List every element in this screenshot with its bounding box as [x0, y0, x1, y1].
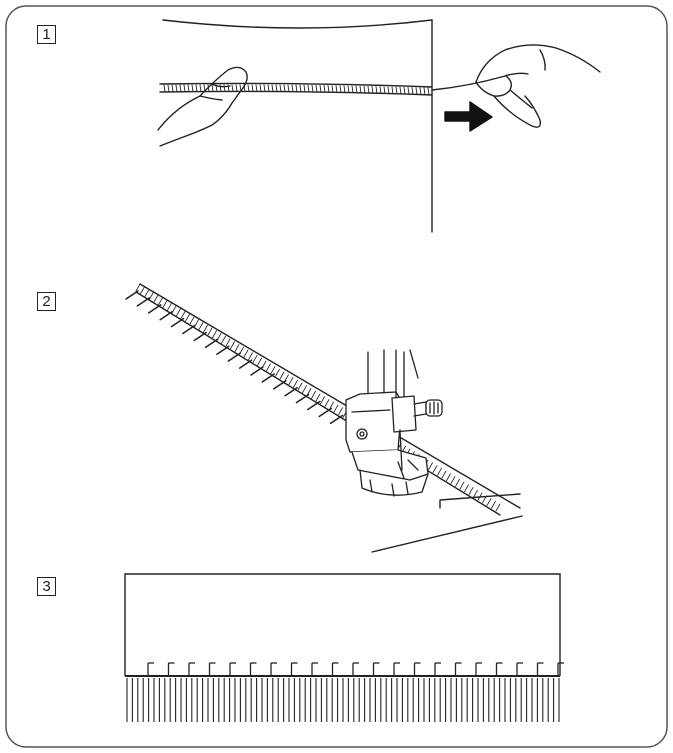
fringe-icon [127, 678, 559, 722]
step-3-label: 3 [37, 577, 56, 596]
step-1-label: 1 [37, 25, 56, 44]
panel-border [6, 6, 667, 747]
step-2-label: 2 [37, 292, 56, 311]
